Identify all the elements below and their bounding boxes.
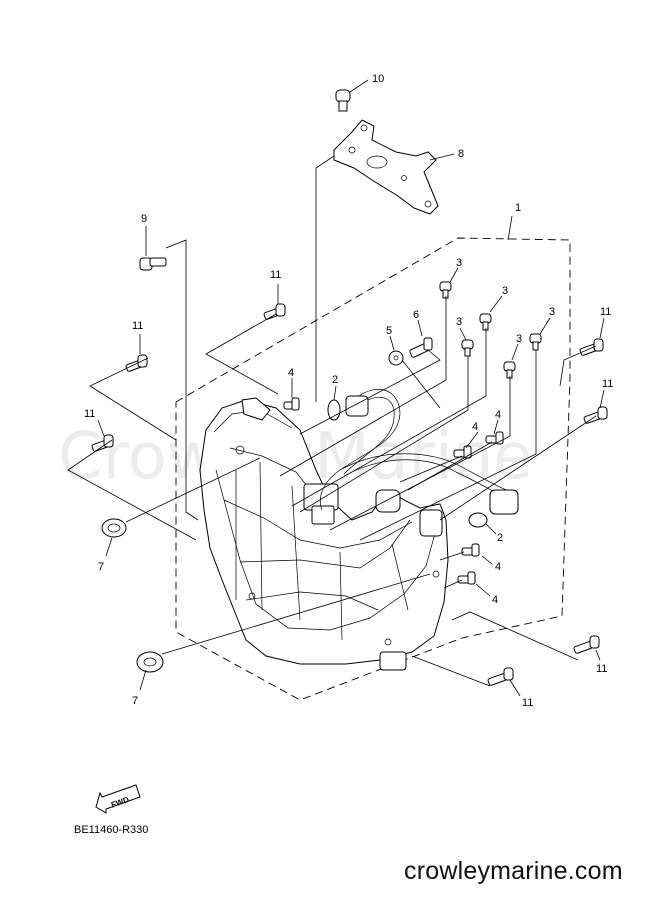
- callout-7-a: 7: [98, 561, 104, 573]
- screw-part-4-e: [457, 571, 476, 585]
- bracket-part-8: [333, 119, 439, 215]
- site-label: crowleymarine.com: [404, 857, 623, 885]
- callout-4-b: 4: [472, 421, 478, 433]
- bolt-part-6: [409, 337, 433, 358]
- screw-part-10: [335, 89, 351, 112]
- headlight-housing: [199, 397, 449, 671]
- screw-part-11-d: [579, 338, 604, 356]
- callout-6: 6: [413, 309, 419, 321]
- callout-11-e: 11: [602, 378, 613, 390]
- callout-11-g: 11: [522, 697, 533, 709]
- screw-part-4-a: [283, 397, 300, 411]
- callout-10: 10: [372, 73, 384, 85]
- callout-11-a: 11: [270, 269, 281, 281]
- callout-11-b: 11: [132, 320, 143, 332]
- washer-part-5: [388, 350, 404, 366]
- callout-2-b: 2: [497, 532, 503, 544]
- callout-4-d: 4: [495, 561, 501, 573]
- screw-part-3-e: [529, 333, 542, 351]
- callout-3-c: 3: [456, 316, 462, 328]
- callout-11-f: 11: [596, 663, 607, 675]
- callout-8: 8: [458, 148, 464, 160]
- screw-part-11-f: [573, 635, 600, 654]
- callout-9: 9: [141, 213, 147, 225]
- screw-part-4-c: [485, 431, 504, 445]
- grommet-part-7-upper: [101, 518, 127, 538]
- grommet-part-7-lower: [136, 651, 164, 673]
- callout-4-c: 4: [495, 409, 501, 421]
- callout-3-a: 3: [456, 257, 462, 269]
- callout-4-a: 4: [288, 367, 294, 379]
- screw-part-11-g: [487, 667, 514, 686]
- bolt-part-9: [139, 257, 167, 271]
- screw-part-3-b: [479, 313, 492, 331]
- screw-part-11-a: [263, 303, 286, 320]
- callout-11-d: 11: [600, 306, 611, 318]
- screw-part-4-d: [461, 543, 480, 557]
- reference-lines: [67, 79, 605, 697]
- screw-part-3-c: [461, 339, 474, 357]
- callout-2-a: 2: [332, 374, 338, 386]
- screw-part-3-a: [439, 281, 452, 299]
- screw-part-3-d: [503, 361, 516, 379]
- callout-11-c: 11: [84, 408, 95, 420]
- callout-3-e: 3: [549, 306, 555, 318]
- callout-5: 5: [386, 325, 392, 337]
- callout-4-e: 4: [492, 594, 498, 606]
- callout-3-b: 3: [502, 285, 508, 297]
- bulb-part-2-right: [468, 489, 519, 528]
- diagram-code: BE11460-R330: [74, 824, 149, 836]
- callout-1: 1: [515, 202, 521, 214]
- callout-7-b: 7: [132, 695, 138, 707]
- screw-part-11-e: [583, 406, 608, 424]
- callout-3-d: 3: [516, 333, 522, 345]
- assembly-boundary: [175, 237, 571, 701]
- fwd-arrow-icon: FWD: [95, 784, 141, 814]
